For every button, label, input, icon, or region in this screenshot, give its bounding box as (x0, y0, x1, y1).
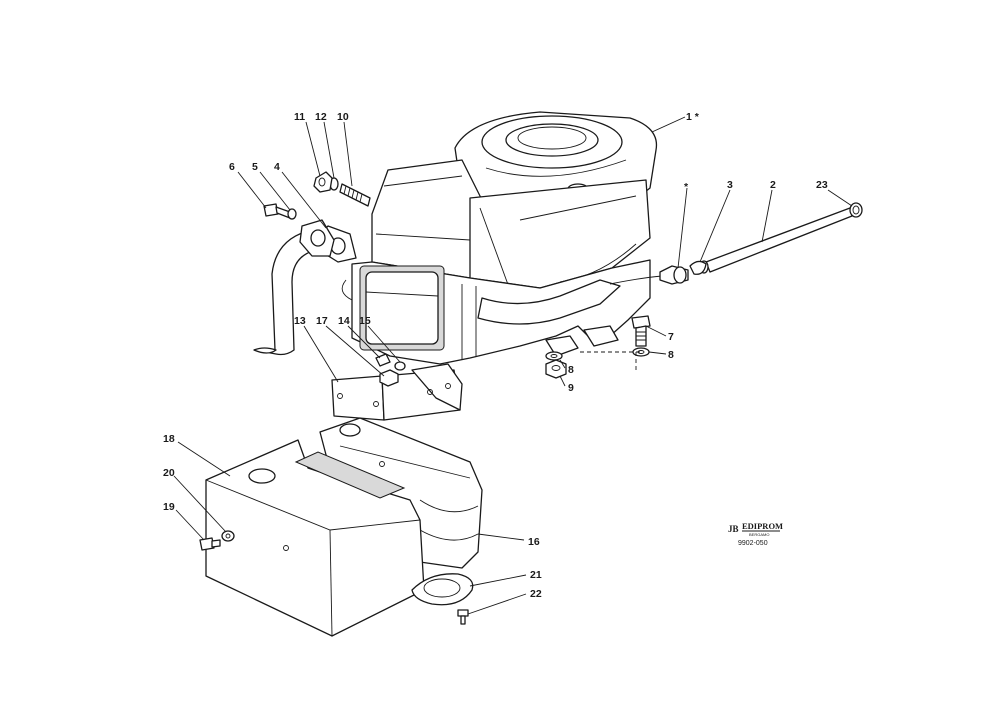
callout-23: 23 (816, 179, 828, 191)
bolt-6 (263, 203, 291, 219)
fuel-filter (659, 265, 689, 285)
callout-star: * (684, 181, 689, 193)
washer-5 (287, 208, 297, 220)
bolt-7 (631, 315, 651, 347)
callout-17: 17 (316, 315, 328, 327)
hose-clamp (689, 260, 707, 275)
bolt-19 (199, 537, 221, 551)
callout-3: 3 (727, 179, 733, 191)
hose-fitting (849, 202, 863, 218)
callout-7: 7 (668, 331, 674, 343)
callout-11: 11 (294, 111, 305, 123)
publisher-logo: JB EDIPROM BERGAMO 9902-050 (728, 521, 783, 547)
callout-5: 5 (252, 161, 258, 173)
drawing-code: 9902-050 (738, 540, 768, 547)
callout-10: 10 (337, 111, 349, 123)
nut-9 (545, 359, 567, 379)
callout-1: 1 * (686, 111, 700, 123)
washer-20 (221, 530, 235, 542)
leader-lines (173, 116, 853, 615)
callout-12: 12 (315, 111, 327, 123)
callout-18: 18 (163, 433, 175, 445)
nut-11 (313, 171, 333, 193)
callout-22: 22 (530, 588, 542, 600)
exhaust-tailpipe (253, 229, 317, 356)
exhaust-flange (299, 219, 335, 257)
engine (341, 111, 663, 365)
muffler-bracket (331, 363, 463, 421)
callout-20: 20 (163, 467, 175, 479)
heat-shield (205, 439, 425, 637)
callout-13: 13 (294, 315, 306, 327)
callout-numbers: 1 * * 3 2 23 6 5 4 11 12 10 7 8 8 9 13 1… (163, 111, 828, 600)
logo-name: EDIPROM (742, 521, 783, 531)
callout-4: 4 (274, 161, 280, 173)
callout-14: 14 (338, 315, 350, 327)
nut-17 (379, 369, 399, 387)
screw-22 (457, 609, 469, 625)
callout-8-right: 8 (668, 349, 674, 361)
washer-8-left (545, 351, 563, 361)
callout-8-left: 8 (568, 364, 574, 376)
logo-city: BERGAMO (749, 532, 769, 537)
callout-2: 2 (770, 179, 776, 191)
callout-21: 21 (530, 569, 542, 581)
stud-10 (339, 183, 371, 207)
washer-8-right (632, 347, 650, 357)
fuel-hose (699, 207, 853, 274)
callout-16: 16 (528, 536, 540, 548)
callout-6: 6 (229, 161, 235, 173)
callout-9: 9 (568, 382, 574, 394)
washer-15 (394, 361, 406, 371)
callout-15: 15 (359, 315, 371, 327)
muffler-gasket (411, 573, 474, 606)
callout-19: 19 (163, 501, 175, 513)
logo-mark: JB (728, 524, 739, 534)
